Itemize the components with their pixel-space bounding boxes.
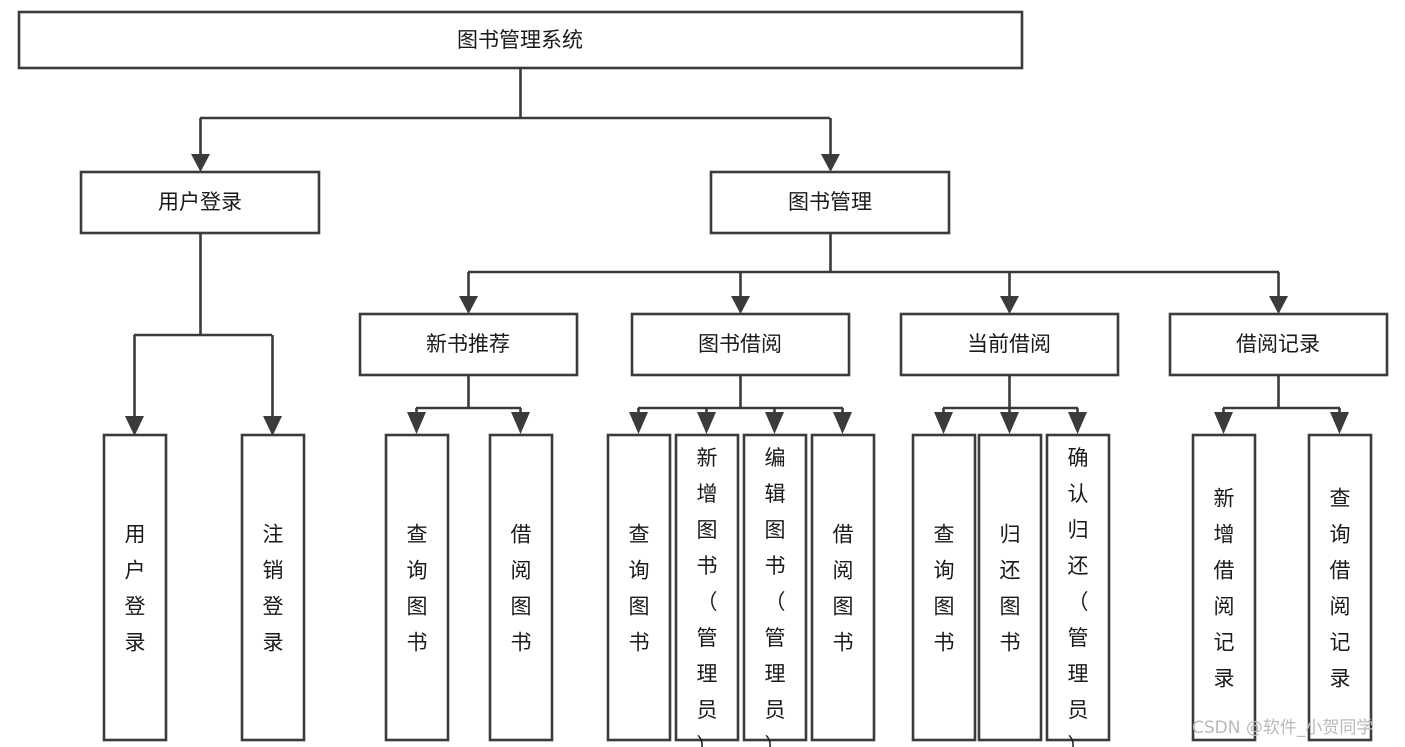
node-leaf-query-book-3[interactable]: 查询图书 [911, 433, 977, 742]
node-leaf-query-book-3-box[interactable] [911, 433, 977, 742]
node-leaf-edit-book-box[interactable] [742, 433, 808, 742]
node-leaf-edit-book[interactable]: 编辑图书（管理员） [742, 433, 808, 747]
watermark-label: CSDN @软件_小贺同学 [1192, 718, 1373, 738]
node-book-borrow-box[interactable] [630, 312, 851, 377]
arrowhead-new-book-recommend-icon [459, 296, 478, 314]
node-book-borrow-label: 图书借阅 [698, 332, 782, 356]
node-leaf-add-record-label: 新增借阅记录 [1214, 487, 1235, 691]
node-book-manage-label: 图书管理 [788, 190, 872, 214]
node-borrow-record-box[interactable] [1168, 312, 1389, 377]
node-leaf-user-login[interactable]: 用户登录 [102, 433, 168, 742]
node-leaf-query-record-label: 查询借阅记录 [1330, 487, 1351, 691]
node-leaf-return-book[interactable]: 归还图书 [977, 433, 1043, 742]
arrowhead-leaf-query-book-1-icon [407, 412, 426, 434]
node-user-login-label: 用户登录 [158, 190, 242, 214]
arrowhead-leaf-query-book-3-icon [934, 412, 953, 434]
node-user-login-box[interactable] [79, 170, 321, 235]
node-leaf-query-record-box[interactable] [1307, 433, 1373, 742]
arrowhead-leaf-add-record-icon [1214, 412, 1233, 434]
node-book-manage-box[interactable] [709, 170, 951, 235]
arrowhead-book-manage-icon [821, 154, 840, 172]
node-root-box[interactable] [17, 10, 1024, 70]
node-current-borrow-box[interactable] [899, 312, 1120, 377]
arrowhead-leaf-return-book-icon [1000, 412, 1019, 434]
node-borrow-record[interactable]: 借阅记录 [1168, 312, 1389, 377]
node-leaf-confirm-return[interactable]: 确认归还（管理员） [1045, 433, 1111, 747]
node-book-manage[interactable]: 图书管理 [709, 170, 951, 235]
node-leaf-return-book-label: 归还图书 [1000, 523, 1021, 655]
node-leaf-borrow-book-2-box[interactable] [810, 433, 876, 742]
node-leaf-return-book-box[interactable] [977, 433, 1043, 742]
arrowhead-book-borrow-icon [731, 296, 750, 314]
node-root-label: 图书管理系统 [457, 28, 583, 52]
arrowhead-leaf-borrow-book-1-icon [511, 412, 530, 434]
node-leaf-edit-book-label: 编辑图书（管理员） [765, 446, 786, 747]
arrowhead-leaf-add-book-icon [697, 412, 716, 434]
node-leaf-borrow-book-2[interactable]: 借阅图书 [810, 433, 876, 742]
node-leaf-add-record[interactable]: 新增借阅记录 [1191, 433, 1257, 742]
node-current-borrow-label: 当前借阅 [967, 332, 1051, 356]
arrowhead-leaf-query-book-2-icon [629, 412, 648, 434]
node-leaf-add-book[interactable]: 新增图书（管理员） [674, 433, 740, 747]
arrowhead-leaf-edit-book-icon [765, 412, 784, 434]
node-leaf-query-record[interactable]: 查询借阅记录 [1307, 433, 1373, 742]
connector-layer [125, 68, 1349, 436]
node-leaf-query-book-1-box[interactable] [384, 433, 450, 742]
node-leaf-borrow-book-2-label: 借阅图书 [833, 523, 854, 655]
arrowhead-leaf-logout-login-icon [263, 416, 282, 436]
node-leaf-borrow-book-1[interactable]: 借阅图书 [488, 433, 554, 742]
node-leaf-query-book-1[interactable]: 查询图书 [384, 433, 450, 742]
node-leaf-logout-login-box[interactable] [240, 433, 306, 742]
node-leaf-add-record-box[interactable] [1191, 433, 1257, 742]
node-leaf-borrow-book-1-box[interactable] [488, 433, 554, 742]
node-leaf-add-book-label: 新增图书（管理员） [697, 446, 718, 747]
node-leaf-confirm-return-box[interactable] [1045, 433, 1111, 742]
arrowhead-user-login-icon [191, 154, 210, 172]
arrowhead-borrow-record-icon [1269, 296, 1288, 314]
node-new-book-recommend[interactable]: 新书推荐 [358, 312, 579, 377]
arrowhead-leaf-borrow-book-2-icon [833, 412, 852, 434]
arrowhead-leaf-query-record-icon [1330, 412, 1349, 434]
node-leaf-logout-login[interactable]: 注销登录 [240, 433, 306, 742]
node-leaf-user-login-label: 用户登录 [125, 523, 146, 655]
node-root[interactable]: 图书管理系统 [17, 10, 1024, 70]
node-leaf-logout-login-label: 注销登录 [263, 523, 284, 655]
node-leaf-query-book-2-label: 查询图书 [629, 523, 650, 655]
arrowhead-current-borrow-icon [1000, 296, 1019, 314]
node-new-book-recommend-label: 新书推荐 [426, 332, 510, 356]
node-borrow-record-label: 借阅记录 [1236, 332, 1320, 356]
node-leaf-query-book-2[interactable]: 查询图书 [606, 433, 672, 742]
node-book-borrow[interactable]: 图书借阅 [630, 312, 851, 377]
node-leaf-query-book-3-label: 查询图书 [934, 523, 955, 655]
node-leaf-add-book-box[interactable] [674, 433, 740, 742]
arrowhead-leaf-confirm-return-icon [1068, 412, 1087, 434]
node-leaf-query-book-2-box[interactable] [606, 433, 672, 742]
node-leaf-user-login-box[interactable] [102, 433, 168, 742]
node-current-borrow[interactable]: 当前借阅 [899, 312, 1120, 377]
node-leaf-confirm-return-label: 确认归还（管理员） [1068, 446, 1089, 747]
node-leaf-query-book-1-label: 查询图书 [407, 523, 428, 655]
arrowhead-leaf-user-login-icon [125, 416, 144, 436]
node-user-login[interactable]: 用户登录 [79, 170, 321, 235]
node-new-book-recommend-box[interactable] [358, 312, 579, 377]
node-leaf-borrow-book-1-label: 借阅图书 [511, 523, 532, 655]
